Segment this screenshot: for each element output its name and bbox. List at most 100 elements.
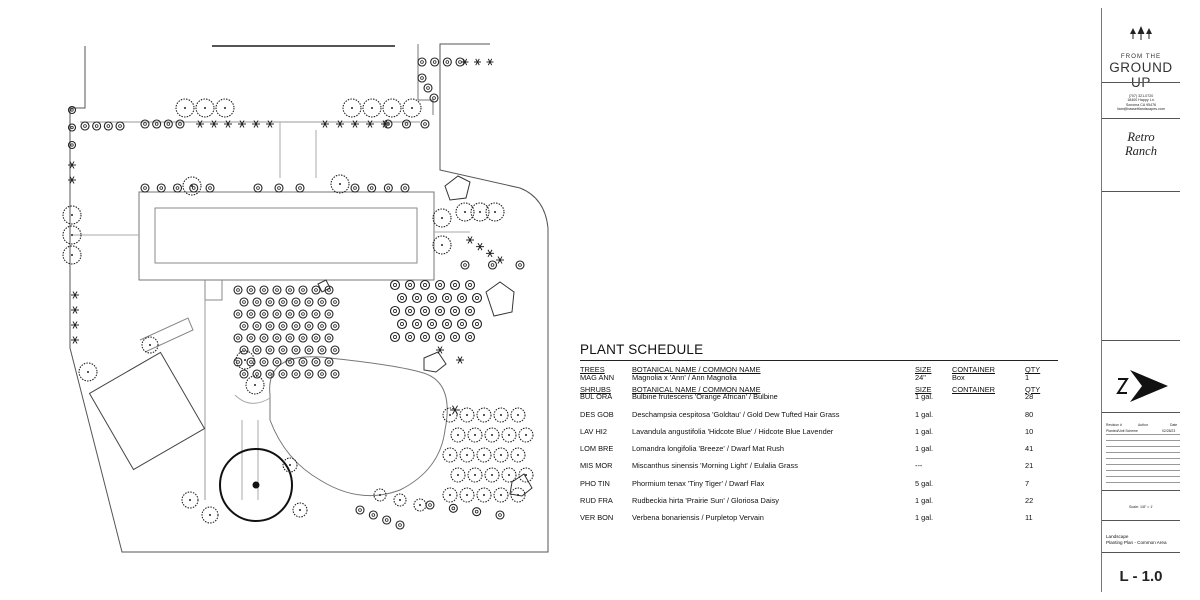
plant-symbol-icon	[78, 362, 98, 382]
plant-symbol-icon	[423, 83, 433, 93]
plant-symbol-icon	[67, 105, 77, 115]
plant-symbol-icon	[404, 331, 416, 343]
plant-symbol-icon	[140, 119, 150, 129]
plant-symbol-icon	[486, 249, 494, 257]
plant-symbol-icon	[510, 407, 526, 423]
plant-symbol-icon	[442, 447, 458, 463]
plant-symbol-icon	[215, 98, 235, 118]
plant-symbol-icon	[140, 183, 150, 193]
plant-symbol-icon	[68, 161, 76, 169]
plant-symbol-icon	[355, 505, 365, 515]
plant-symbol-icon	[156, 183, 166, 193]
plant-symbol-icon	[304, 369, 314, 379]
contact-phone: (707) 321-0720	[1128, 94, 1154, 98]
header-name: BOTANICAL NAME / COMMON NAME	[632, 365, 761, 374]
header-container: CONTAINER	[952, 384, 995, 394]
plant-code: BUL ORA	[580, 392, 613, 402]
plant-symbol-icon	[239, 369, 249, 379]
plant-symbol-icon	[459, 407, 475, 423]
plant-symbol-icon	[235, 350, 255, 370]
plant-symbol-icon	[182, 176, 202, 196]
plant-qty: 28	[1025, 392, 1034, 402]
plant-symbol-icon	[404, 305, 416, 317]
contact-street: 18400 Happy Ln.	[1127, 98, 1155, 103]
plant-symbol-icon	[175, 119, 185, 129]
plant-symbol-icon	[450, 405, 460, 415]
plant-symbol-icon	[419, 305, 431, 317]
plant-symbol-icon	[245, 375, 265, 395]
plant-symbol-icon	[115, 121, 125, 131]
revision-entry: Planted/Unit Scheme	[1106, 429, 1138, 433]
plant-qty: 80	[1025, 409, 1034, 419]
plant-symbol-icon	[295, 183, 305, 193]
plant-symbol-icon	[298, 309, 308, 319]
plant-symbol-icon	[429, 93, 439, 103]
plant-symbol-icon	[311, 285, 321, 295]
plant-symbol-icon	[291, 369, 301, 379]
shrubs-header-row: SHRUBS BOTANICAL NAME / COMMON NAME SIZE…	[580, 382, 1058, 394]
plant-symbol-icon	[266, 120, 274, 128]
plant-symbol-icon	[450, 467, 466, 483]
plant-symbol-icon	[252, 297, 262, 307]
plant-symbol-icon	[383, 119, 393, 129]
plant-symbol-icon	[470, 202, 490, 222]
plant-qty: 10	[1025, 426, 1034, 436]
plant-size: 1 gal.	[915, 409, 934, 419]
plant-symbol-icon	[292, 502, 308, 518]
plant-symbol-icon	[493, 447, 509, 463]
header-qty: QTY	[1025, 384, 1041, 394]
plant-symbol-icon	[233, 285, 243, 295]
plant-symbol-icon	[233, 309, 243, 319]
project-name: Retro Ranch	[1102, 130, 1180, 159]
plant-symbol-icon	[485, 202, 505, 222]
property-line	[69, 43, 549, 553]
plant-symbol-icon	[330, 345, 340, 355]
plant-symbol-icon	[417, 73, 427, 83]
plant-symbol-icon	[239, 321, 249, 331]
plant-symbol-icon	[259, 357, 269, 367]
plant-symbol-icon	[92, 121, 102, 131]
plant-symbol-icon	[396, 292, 408, 304]
plant-symbol-icon	[272, 333, 282, 343]
plant-code: MIS MOR	[580, 461, 613, 471]
plant-symbol-icon	[350, 183, 360, 193]
plant-symbol-icon	[459, 487, 475, 503]
plant-symbol-icon	[272, 357, 282, 367]
plant-name: Rudbeckia hirta 'Prairie Sun' / Gloriosa…	[632, 495, 780, 505]
three-trees-icon	[1130, 26, 1152, 40]
plant-symbol-icon	[68, 176, 76, 184]
table-row: RUD FRA Rudbeckia hirta 'Prairie Sun' / …	[580, 487, 1058, 504]
plant-symbol-icon	[246, 309, 256, 319]
plant-symbol-icon	[172, 183, 183, 193]
plant-symbol-icon	[510, 447, 526, 463]
plant-symbol-icon	[434, 331, 446, 343]
plant-symbol-icon	[400, 183, 410, 193]
author-col: Author	[1138, 423, 1148, 427]
plant-symbol-icon	[189, 183, 199, 193]
plant-symbol-icon	[417, 57, 427, 67]
plant-symbol-icon	[401, 119, 412, 129]
plant-symbol-icon	[71, 306, 79, 314]
table-row: VER BON Verbena bonariensis / Purpletop …	[580, 505, 1058, 522]
plant-symbol-icon	[252, 321, 262, 331]
plant-symbol-icon	[330, 174, 350, 194]
plant-symbol-icon	[298, 357, 308, 367]
plant-symbol-icon	[291, 297, 301, 307]
plant-symbol-icon	[486, 58, 494, 66]
plant-symbol-icon	[285, 309, 295, 319]
plant-symbol-icon	[330, 369, 340, 379]
contact-email: liam@bassettlandscapes.com	[1117, 107, 1165, 112]
plant-name: Verbena bonariensis / Purpletop Vervain	[632, 513, 764, 523]
plant-code: PHO TIN	[580, 478, 610, 488]
revision-date: 02/28/23	[1162, 429, 1176, 433]
plant-symbol-icon	[381, 120, 389, 128]
table-row: DES GOB Deschampsia cespitosa 'Goldtau' …	[580, 401, 1058, 418]
plant-symbol-icon	[265, 345, 275, 355]
plant-symbol-icon	[389, 331, 401, 343]
plant-symbol-icon	[239, 345, 249, 355]
trees-header-row: TREES BOTANICAL NAME / COMMON NAME SIZE …	[580, 366, 1058, 374]
plant-symbol-icon	[238, 120, 246, 128]
plant-symbol-icon	[265, 297, 275, 307]
plant-symbol-icon	[152, 119, 162, 129]
plant-symbol-icon	[62, 245, 82, 265]
